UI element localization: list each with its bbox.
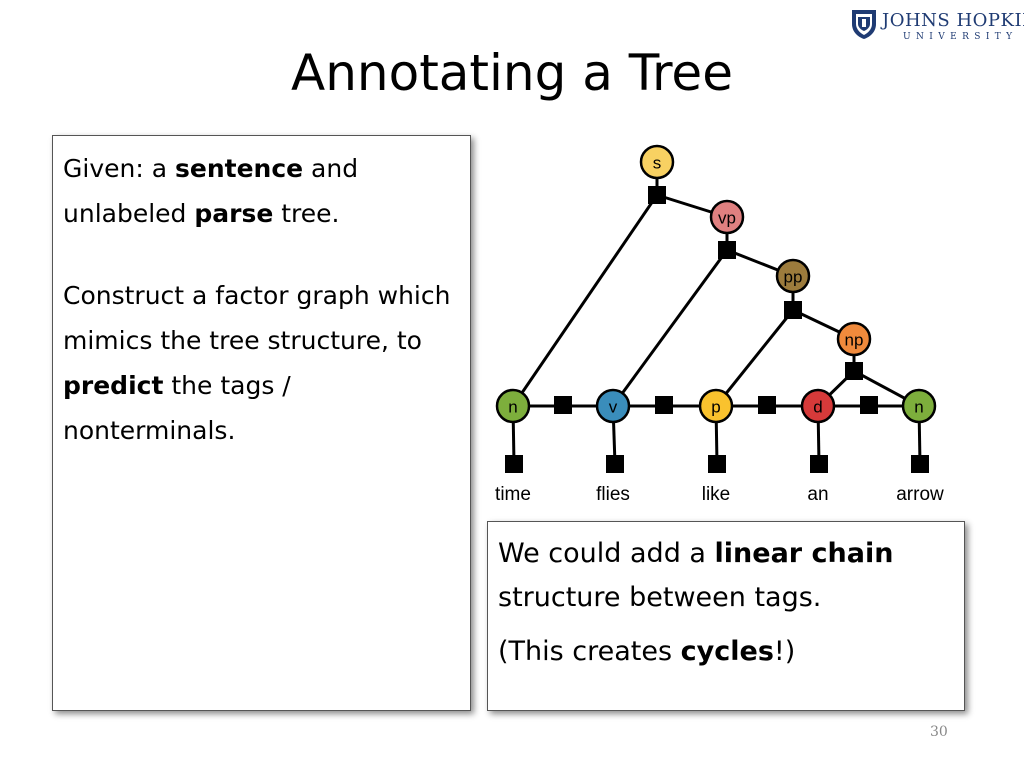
left-paragraph-2: Construct a factor graph which mimics th… bbox=[63, 281, 451, 445]
word-factor-arrow bbox=[911, 455, 929, 473]
node-vp: vp bbox=[709, 199, 745, 235]
tag-node-5: n bbox=[901, 388, 937, 424]
tag-node-2: v bbox=[595, 388, 631, 424]
word-factor-time bbox=[505, 455, 523, 473]
university-logo: JOHNS HOPKINS UNIVERSITY bbox=[848, 6, 1024, 44]
tag-node-1: n bbox=[495, 388, 531, 424]
page-title: Annotating a Tree bbox=[291, 44, 733, 102]
tag-node-3: p bbox=[698, 388, 734, 424]
tag-node-5-label: n bbox=[914, 398, 923, 417]
right-paragraph-2: (This creates cycles!) bbox=[498, 636, 796, 667]
word-factor-like bbox=[708, 455, 726, 473]
chain-factor-2 bbox=[655, 396, 673, 414]
word-arrow: arrow bbox=[896, 484, 944, 505]
node-np-label: np bbox=[845, 331, 864, 350]
left-text-box: Given: a sentence and unlabeled parse tr… bbox=[52, 135, 471, 711]
chain-factor-4 bbox=[860, 396, 878, 414]
factor-np bbox=[845, 362, 863, 380]
factor-pp bbox=[784, 301, 802, 319]
node-vp-label: vp bbox=[718, 209, 736, 228]
logo-name: JOHNS HOPKINS bbox=[882, 10, 1024, 31]
word-an: an bbox=[807, 484, 828, 505]
word-time: time bbox=[495, 484, 531, 505]
tag-node-4-label: d bbox=[813, 398, 822, 417]
tag-node-2-label: v bbox=[609, 398, 618, 417]
left-paragraph-1: Given: a sentence and unlabeled parse tr… bbox=[63, 154, 359, 228]
tag-node-4: d bbox=[800, 388, 836, 424]
node-s-label: s bbox=[653, 154, 662, 173]
factor-s bbox=[648, 186, 666, 204]
factor-vp bbox=[718, 241, 736, 259]
chain-factor-1 bbox=[554, 396, 572, 414]
page-number: 30 bbox=[930, 724, 948, 740]
node-pp-label: pp bbox=[784, 268, 803, 287]
right-text-box: We could add a linear chain structure be… bbox=[487, 521, 965, 711]
node-np: np bbox=[836, 321, 872, 357]
node-s: s bbox=[639, 144, 675, 180]
right-paragraph-1: We could add a linear chain structure be… bbox=[498, 538, 894, 613]
logo-subtitle: UNIVERSITY bbox=[903, 32, 1018, 42]
tag-node-3-label: p bbox=[711, 398, 720, 417]
tag-node-1-label: n bbox=[508, 398, 517, 417]
node-pp: pp bbox=[775, 258, 811, 294]
word-factor-an bbox=[810, 455, 828, 473]
university-seal-icon bbox=[852, 10, 876, 39]
word-flies: flies bbox=[596, 484, 630, 505]
chain-factor-3 bbox=[758, 396, 776, 414]
word-factor-flies bbox=[606, 455, 624, 473]
word-like: like bbox=[702, 484, 731, 505]
